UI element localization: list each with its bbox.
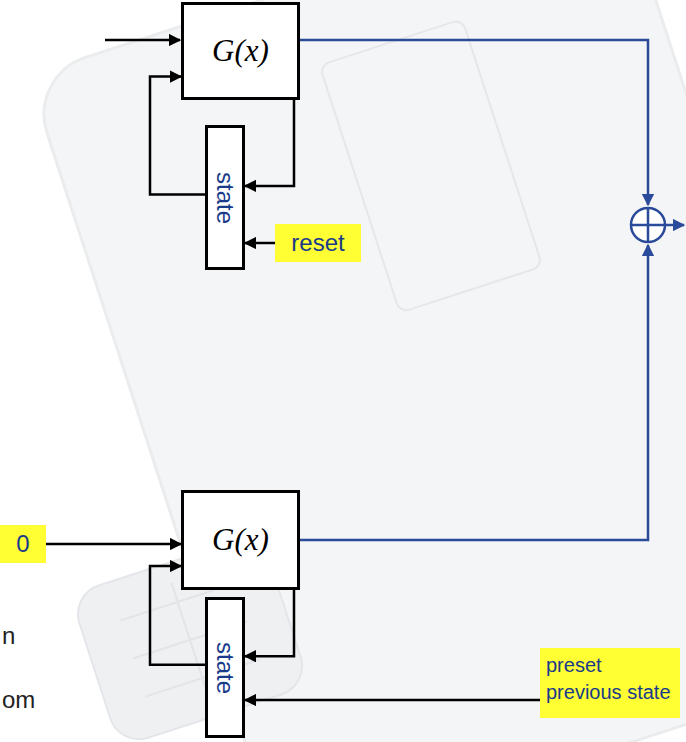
xor-symbol — [631, 208, 665, 242]
node-text: state — [211, 171, 239, 223]
state-register: state — [205, 597, 245, 738]
state-register: state — [205, 125, 245, 270]
text-fragment: om — [2, 686, 35, 714]
signal-connector — [245, 699, 540, 702]
signal-connector — [46, 543, 181, 546]
output-wire — [665, 224, 684, 227]
xor-symbol — [631, 208, 665, 242]
signal-connector — [245, 590, 294, 656]
input-wire — [105, 39, 180, 42]
lfsr-block: G(x) — [181, 490, 300, 590]
control-tag: preset previous state — [540, 648, 680, 718]
output-wire — [300, 245, 648, 540]
node-text: G(x) — [212, 33, 269, 69]
signal-connector — [245, 242, 275, 245]
node-text: G(x) — [212, 522, 269, 558]
text-fragment: n — [2, 622, 15, 650]
control-tag: reset — [275, 224, 361, 262]
node-text: preset previous state — [546, 652, 674, 706]
output-wire — [300, 40, 648, 205]
signal-connector — [245, 100, 294, 186]
lfsr-block: G(x) — [181, 2, 300, 100]
input-tag: 0 — [0, 525, 46, 563]
node-text: 0 — [16, 530, 29, 558]
node-text: reset — [291, 229, 344, 257]
node-text: state — [211, 641, 239, 693]
